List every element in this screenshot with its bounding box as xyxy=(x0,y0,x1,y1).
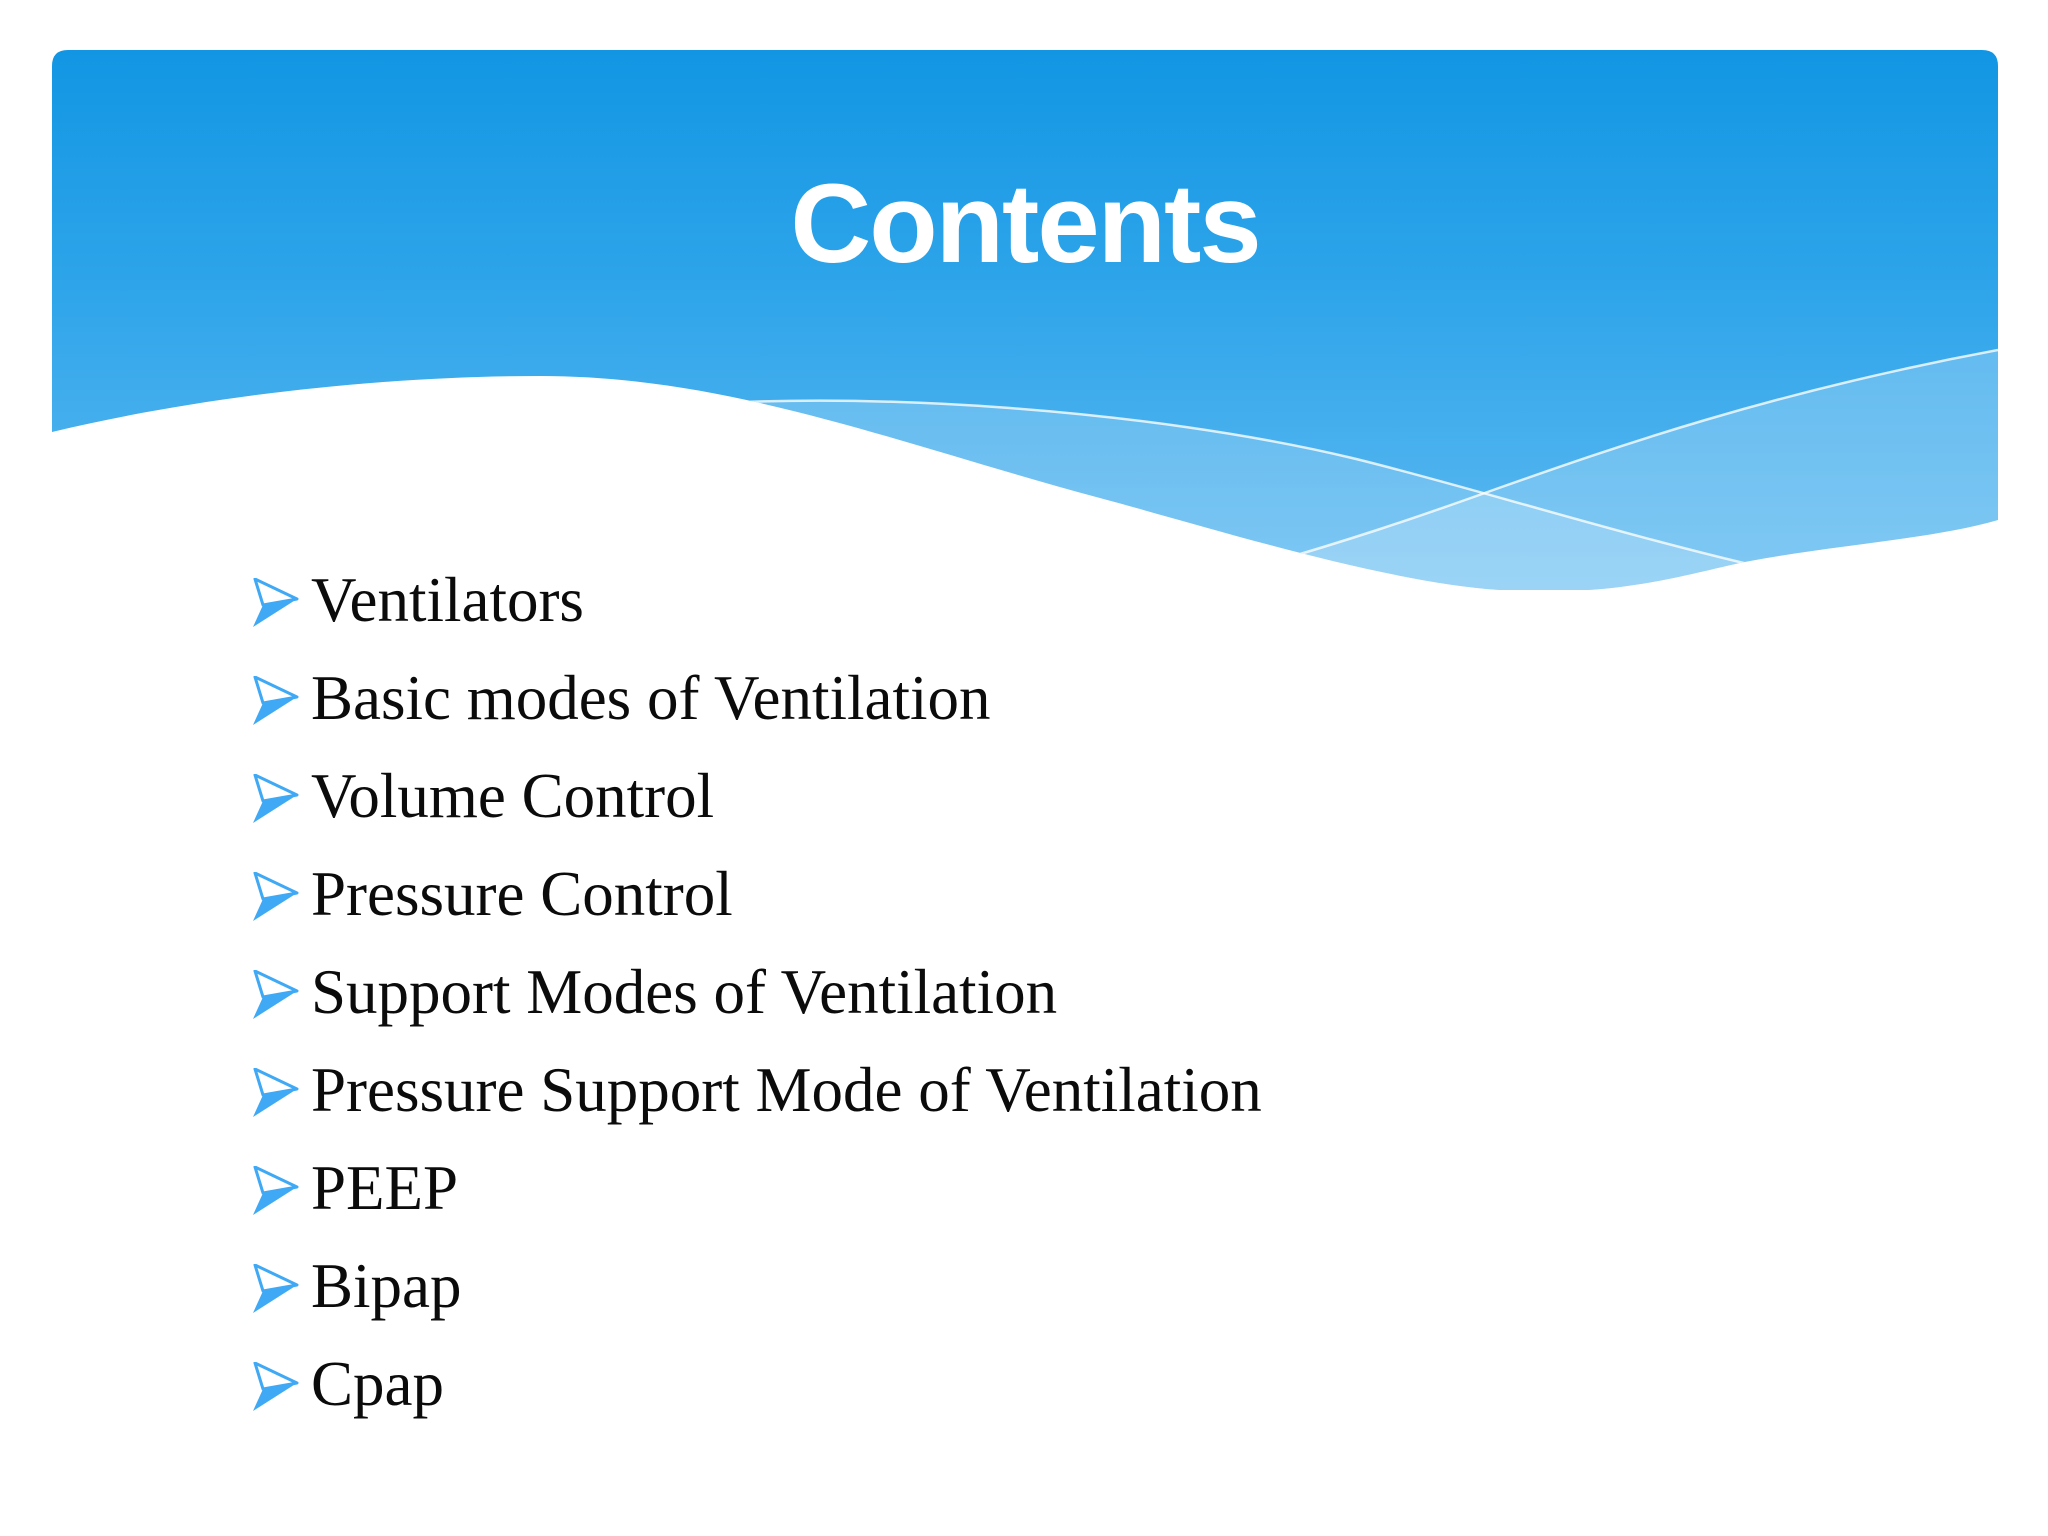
header-wave-background xyxy=(52,50,1998,590)
light-wave-band-right xyxy=(1202,350,1998,590)
list-item: Bipap xyxy=(252,1237,1262,1335)
arrowhead-bullet-icon xyxy=(252,676,300,726)
arrowhead-bullet-icon xyxy=(252,970,300,1020)
arrowhead-bullet-icon xyxy=(252,1068,300,1118)
slide-title: Contents xyxy=(790,161,1261,286)
arrowhead-bullet-icon xyxy=(252,578,300,628)
arrowhead-bullet-icon xyxy=(252,1362,300,1412)
list-item: Support Modes of Ventilation xyxy=(252,943,1262,1041)
light-wave-edge-line-left xyxy=(656,399,1853,586)
list-item: Pressure Support Mode of Ventilation xyxy=(252,1041,1262,1139)
list-item-label: Basic modes of Ventilation xyxy=(311,663,991,733)
arrowhead-bullet-icon xyxy=(252,1264,300,1314)
header-banner: Contents xyxy=(52,50,1998,590)
list-item: Ventilators xyxy=(252,551,1262,649)
light-wave-edge-line-right xyxy=(1201,348,1998,584)
header-base-shape xyxy=(52,50,1998,590)
contents-list: Ventilators Basic modes of Ventilation V… xyxy=(252,551,1262,1433)
list-item-label: Ventilators xyxy=(311,565,584,635)
list-item-label: Cpap xyxy=(311,1349,444,1419)
list-item: Basic modes of Ventilation xyxy=(252,649,1262,747)
list-item-label: PEEP xyxy=(311,1153,459,1223)
arrowhead-bullet-icon xyxy=(252,1166,300,1216)
list-item: Cpap xyxy=(252,1335,1262,1433)
list-item-label: Pressure Control xyxy=(311,859,733,929)
list-item: Pressure Control xyxy=(252,845,1262,943)
list-item-label: Volume Control xyxy=(311,761,715,831)
list-item: PEEP xyxy=(252,1139,1262,1237)
list-item-label: Bipap xyxy=(311,1251,462,1321)
list-item-label: Support Modes of Ventilation xyxy=(311,957,1058,1027)
list-item: Volume Control xyxy=(252,747,1262,845)
arrowhead-bullet-icon xyxy=(252,774,300,824)
arrowhead-bullet-icon xyxy=(252,872,300,922)
list-item-label: Pressure Support Mode of Ventilation xyxy=(311,1055,1262,1125)
